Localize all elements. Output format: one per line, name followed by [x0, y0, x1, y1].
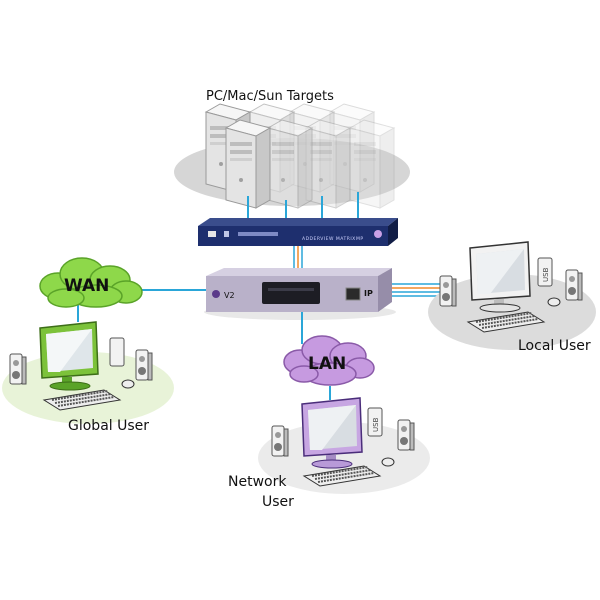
global-user-station: USB Global User	[2, 321, 174, 434]
speaker-icon	[9, 353, 27, 385]
mouse-icon	[547, 297, 561, 307]
switch-brand-label: ADDERVIEW MATRIX	[302, 236, 356, 242]
switch-extender-cables	[293, 246, 303, 270]
usb-label: USB	[542, 267, 550, 282]
network-user-label-line2: User	[262, 494, 294, 510]
speaker-icon	[565, 269, 583, 301]
monitor-icon	[469, 241, 531, 313]
usb-label: USB	[372, 417, 380, 432]
lan-label: LAN	[308, 354, 346, 374]
speaker-icon	[271, 425, 289, 457]
monitor-icon	[301, 397, 363, 469]
pc-tower-icon	[349, 119, 395, 209]
target-cables	[247, 192, 359, 222]
targets-group: PC/Mac/Sun Targets	[174, 89, 410, 209]
wan-cloud-icon: WAN	[39, 257, 143, 308]
speaker-icon	[135, 349, 153, 381]
lan-cloud-icon: LAN	[283, 335, 375, 386]
wan-label: WAN	[64, 276, 109, 296]
local-user-platform	[428, 274, 596, 350]
local-user-label: Local User	[518, 338, 591, 354]
network-user-station: USB Network User	[228, 397, 430, 510]
ip-extender-icon: V2 IP	[204, 268, 396, 320]
speaker-icon	[397, 419, 415, 451]
extender-badge-label: V2	[224, 291, 235, 300]
pc-tower-icon	[305, 119, 351, 209]
global-user-label: Global User	[68, 418, 149, 434]
pc-tower-icon	[267, 119, 313, 209]
speaker-icon	[439, 275, 457, 307]
switch-badge-label: MP	[356, 236, 364, 242]
pc-tower-icon	[225, 119, 271, 209]
network-user-platform	[258, 422, 430, 494]
network-user-label-line1: Network	[228, 474, 287, 490]
mouse-icon	[381, 457, 395, 467]
extender-ip-label: IP	[364, 289, 373, 298]
monitor-icon	[39, 321, 99, 391]
mouse-icon	[121, 379, 135, 389]
kvm-switch-icon: ADDERVIEW MATRIX MP	[198, 218, 398, 246]
local-user-station: USB Local User	[428, 241, 596, 354]
targets-label: PC/Mac/Sun Targets	[206, 89, 334, 104]
